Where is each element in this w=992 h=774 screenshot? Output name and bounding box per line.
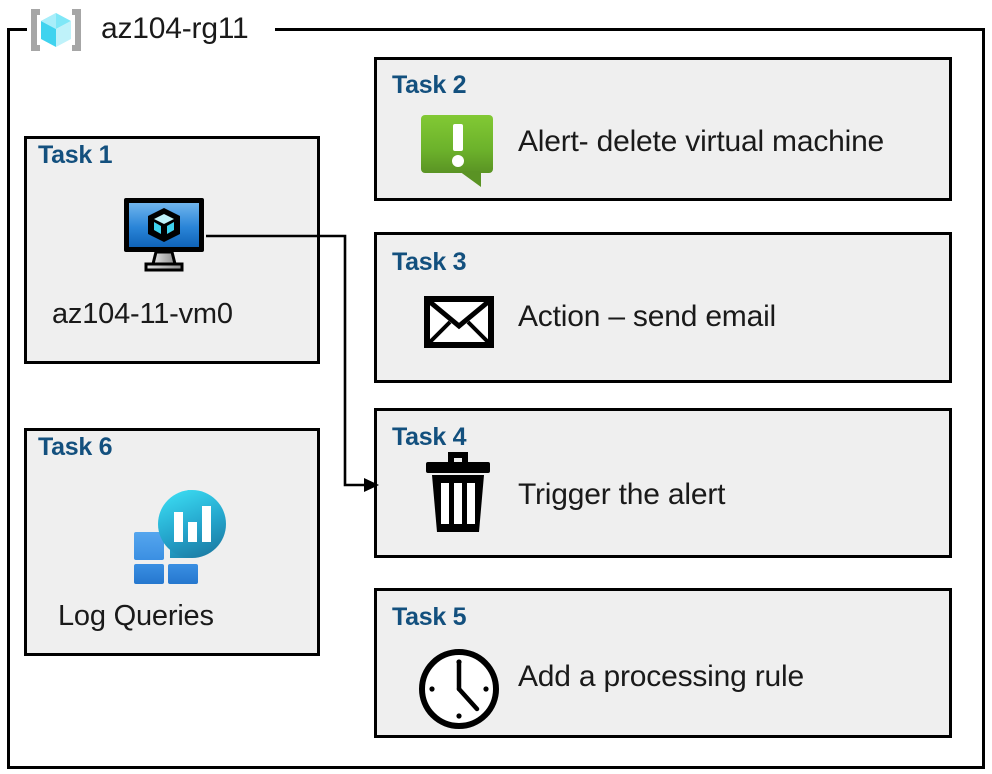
task-text-task2: Alert- delete virtual machine (518, 125, 885, 158)
log-analytics-icon (126, 486, 230, 584)
task-text-task4: Trigger the alert (518, 478, 726, 511)
resource-group-name: az104-rg11 (101, 12, 249, 45)
alert-exclamation-icon (419, 111, 500, 189)
task-label-task1: Task 1 (38, 141, 113, 169)
task-label-task6: Task 6 (38, 433, 113, 461)
resource-group-border-top-left-stub (7, 28, 27, 31)
trash-can-icon (424, 450, 492, 534)
task-label-task5: Task 5 (392, 603, 467, 631)
task-label-task4: Task 4 (392, 423, 467, 451)
task-text-task5: Add a processing rule (518, 660, 804, 693)
task-text-task1: az104-11-vm0 (52, 298, 233, 330)
task-text-task3: Action – send email (518, 300, 777, 333)
task-label-task3: Task 3 (392, 248, 467, 276)
virtual-machine-icon (120, 196, 212, 274)
resource-group-border-left (7, 28, 10, 769)
resource-group-border-bottom (7, 766, 985, 769)
task-label-task2: Task 2 (392, 71, 467, 99)
task-text-task6: Log Queries (58, 600, 214, 632)
resource-group-border-top (275, 28, 985, 31)
clock-icon (417, 647, 501, 731)
email-envelope-icon (424, 296, 494, 348)
resource-group-border-right (982, 28, 985, 769)
azure-resource-group-cube-icon (26, 6, 86, 54)
